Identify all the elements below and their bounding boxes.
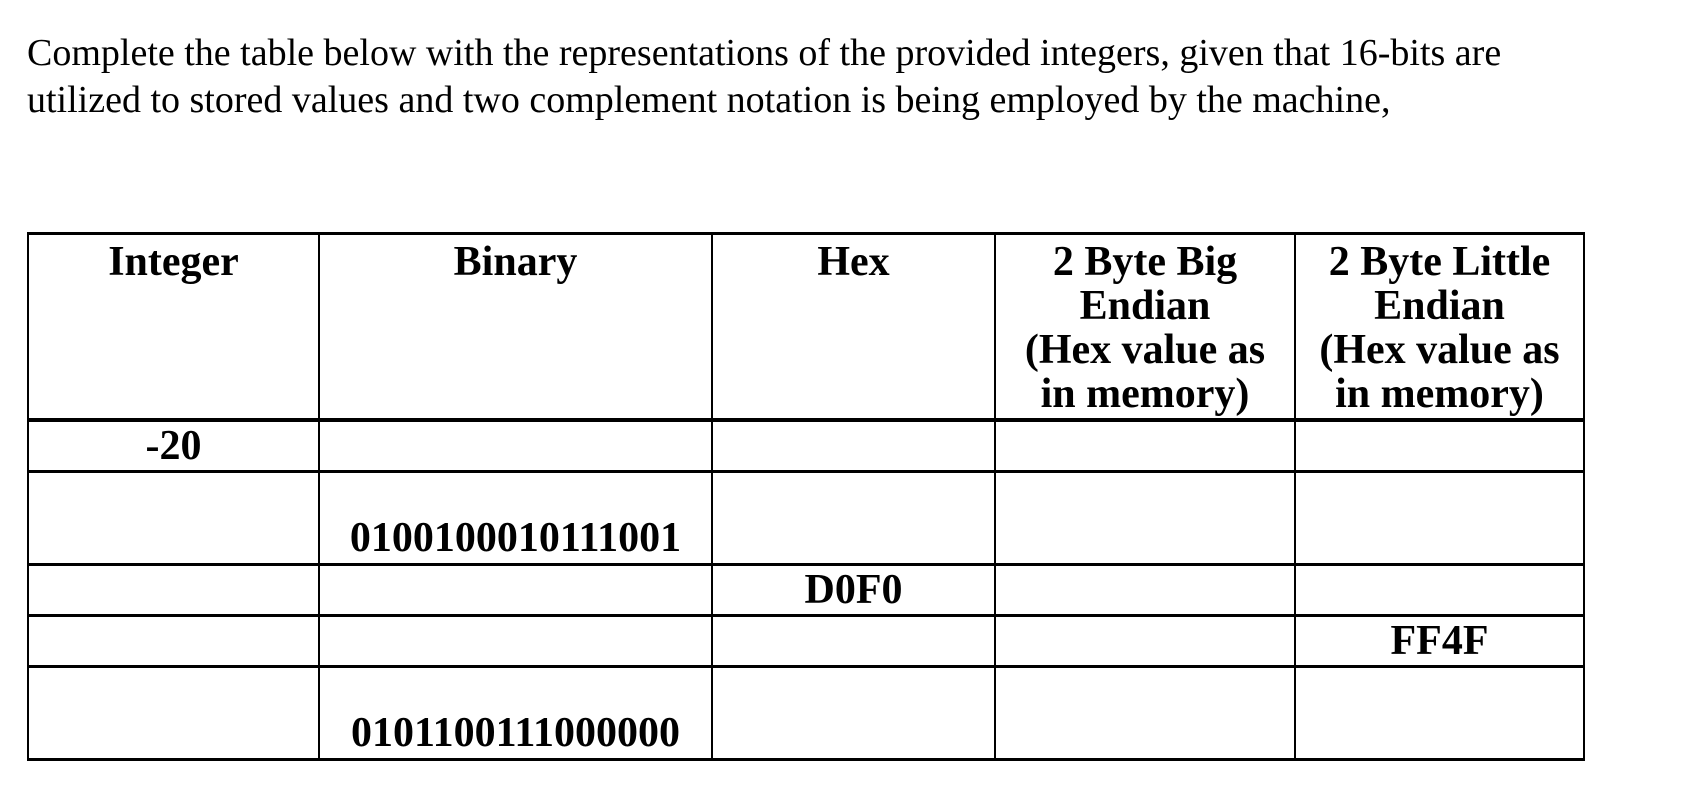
cell-hex-r2 (711, 469, 996, 566)
header-little-endian: 2 Byte Little Endian (Hex value as in me… (1294, 232, 1585, 422)
header-line: (Hex value as (1024, 327, 1266, 373)
table-row: D0F0 (27, 562, 1585, 617)
cell-integer-r1: -20 (27, 418, 320, 473)
instruction-line-2: utilized to stored values and two comple… (27, 79, 1391, 121)
header-line: Integer (108, 239, 239, 285)
header-line: 2 Byte Little (1328, 239, 1551, 285)
table-row: 0101100111000000 (27, 664, 1585, 761)
cell-little-endian-r3 (1294, 562, 1585, 617)
table-row: 0100100010111001 (27, 469, 1585, 566)
cell-little-endian-r5 (1294, 664, 1585, 761)
header-line: (Hex value as (1319, 327, 1560, 373)
cell-binary-r5: 0101100111000000 (318, 664, 713, 761)
cell-binary-r3 (318, 562, 713, 617)
cell-hex-r3: D0F0 (711, 562, 996, 617)
cell-integer-r3 (27, 562, 320, 617)
cell-binary-r4 (318, 613, 713, 668)
cell-binary-r1 (318, 418, 713, 473)
cell-hex-r4 (711, 613, 996, 668)
header-integer: Integer (27, 232, 320, 422)
table-row: -20 (27, 418, 1585, 473)
instruction-text: Complete the table below with the repres… (27, 30, 1501, 124)
cell-hex-r5 (711, 664, 996, 761)
cell-big-endian-r1 (994, 418, 1296, 473)
instruction-line-1: Complete the table below with the repres… (27, 32, 1502, 74)
header-binary: Binary (318, 232, 713, 422)
header-line: Hex (817, 239, 890, 285)
cell-little-endian-r2 (1294, 469, 1585, 566)
cell-little-endian-r1 (1294, 418, 1585, 473)
cell-integer-r4 (27, 613, 320, 668)
cell-binary-r2: 0100100010111001 (318, 469, 713, 566)
header-line: Endian (1374, 283, 1505, 329)
header-line: in memory) (1040, 371, 1250, 417)
header-line: Binary (453, 239, 578, 285)
cell-big-endian-r5 (994, 664, 1296, 761)
table-row: FF4F (27, 613, 1585, 668)
table-header-row: Integer Binary Hex 2 Byte Big Endian (He… (27, 232, 1585, 422)
cell-big-endian-r3 (994, 562, 1296, 617)
header-line: Endian (1079, 283, 1211, 329)
cell-big-endian-r4 (994, 613, 1296, 668)
header-hex: Hex (711, 232, 996, 422)
cell-integer-r5 (27, 664, 320, 761)
header-line: 2 Byte Big (1052, 239, 1238, 285)
header-line: in memory) (1335, 371, 1544, 417)
cell-big-endian-r2 (994, 469, 1296, 566)
cell-little-endian-r4: FF4F (1294, 613, 1585, 668)
integer-representation-table: Integer Binary Hex 2 Byte Big Endian (He… (27, 232, 1585, 761)
cell-hex-r1 (711, 418, 996, 473)
header-big-endian: 2 Byte Big Endian (Hex value as in memor… (994, 232, 1296, 422)
cell-integer-r2 (27, 469, 320, 566)
